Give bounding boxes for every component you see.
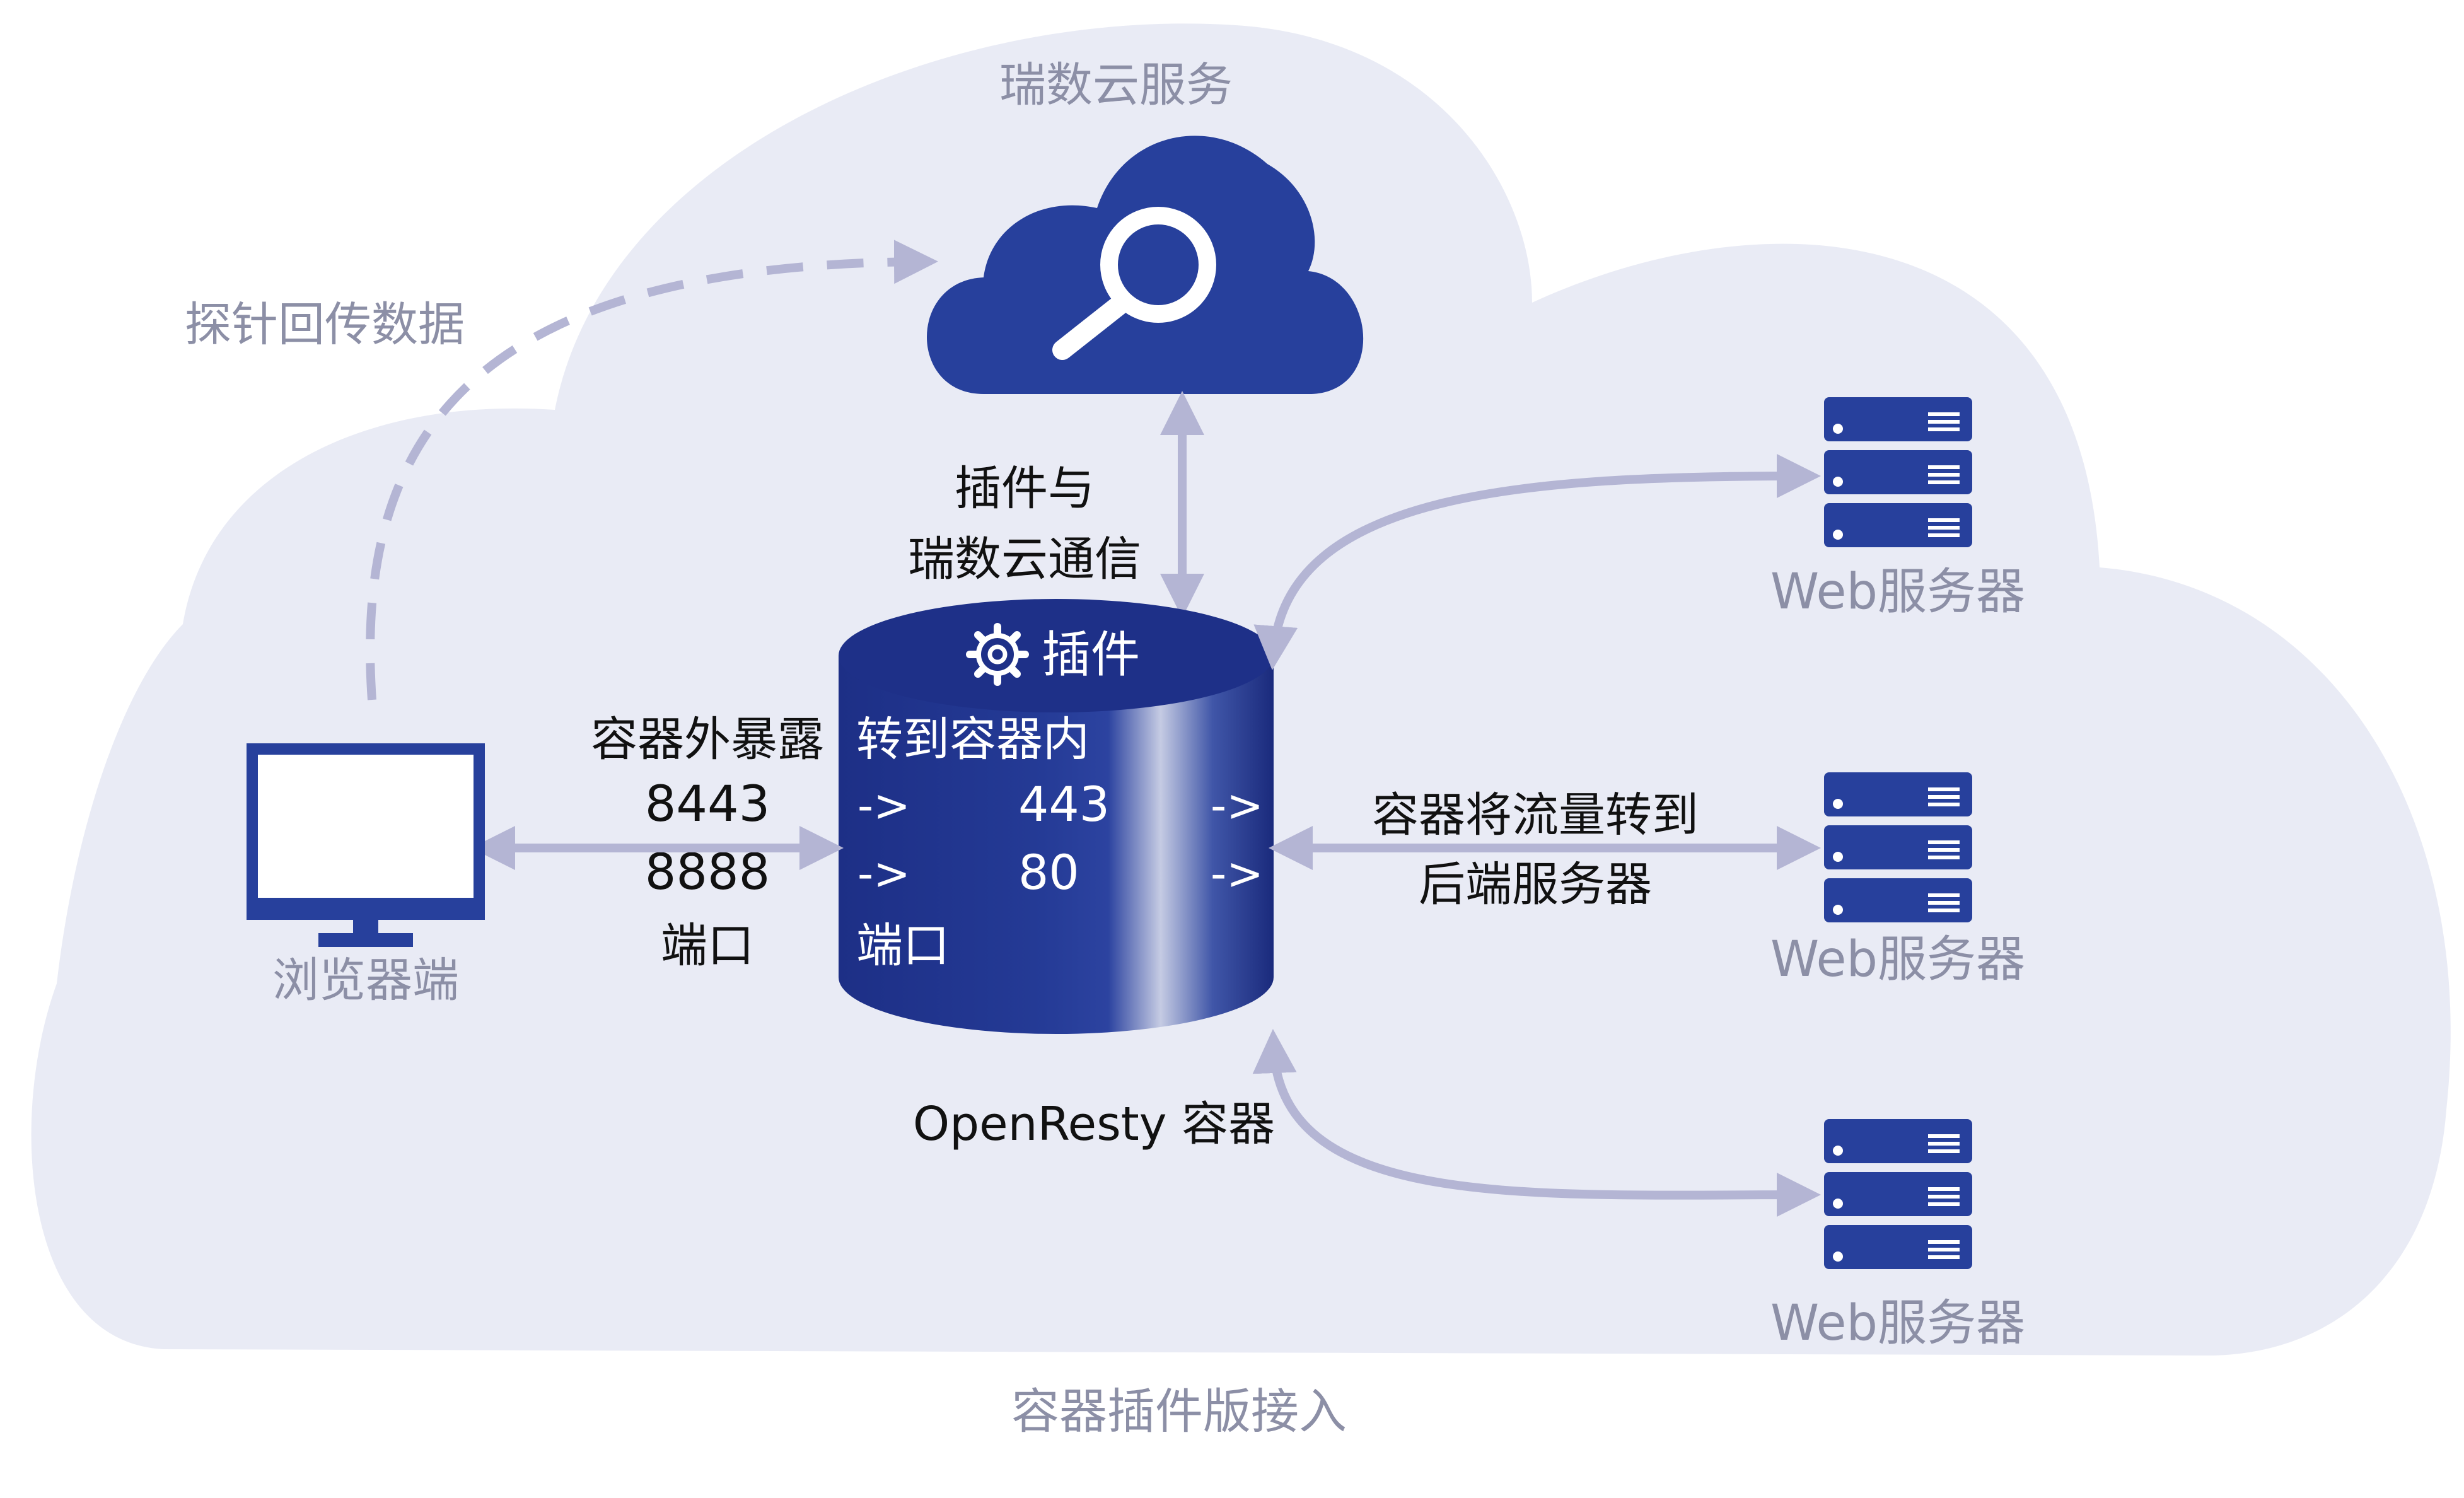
- web-server-3: [1824, 1119, 1972, 1269]
- web-server-2: [1824, 772, 1972, 922]
- forward-label-line2: 后端服务器: [1419, 857, 1652, 912]
- internal-ports-footer: 端口: [856, 919, 950, 973]
- container-server3-arrow: [1252, 1029, 1821, 1217]
- web-server-label-2: Web服务器: [1770, 931, 2025, 988]
- plugin-label: 插件: [1042, 627, 1140, 683]
- exposed-ports-footer: 端口: [661, 919, 754, 973]
- web-server-label-1: Web服务器: [1770, 564, 2025, 620]
- web-server-1: [1824, 397, 1972, 547]
- internal-ports-header: 转到容器内: [856, 712, 1090, 767]
- browser-label: 浏览器端: [272, 953, 459, 1007]
- internal-port-443: 443: [1018, 776, 1110, 832]
- exposed-port-8443: 8443: [645, 776, 770, 833]
- container-label: OpenResty 容器: [913, 1097, 1275, 1151]
- internal-port-row1-in: ->: [857, 780, 910, 832]
- diagram-caption: 容器插件版接入: [1011, 1383, 1347, 1439]
- internal-port-row2-in: ->: [857, 848, 910, 900]
- gear-icon: [966, 623, 1029, 686]
- cloud-service-label: 瑞数云服务: [999, 58, 1233, 112]
- exposed-port-8888: 8888: [645, 844, 770, 901]
- server-icon: [1824, 772, 1972, 922]
- monitor-icon: [247, 743, 485, 947]
- plugin-comm-label-line2: 瑞数云通信: [908, 532, 1141, 586]
- server-icon: [1824, 397, 1972, 547]
- cloud-search-icon: [927, 136, 1364, 395]
- web-server-label-3: Web服务器: [1770, 1295, 2025, 1352]
- probe-label: 探针回传数据: [185, 298, 465, 352]
- forward-label-line1: 容器将流量转到: [1372, 788, 1699, 842]
- internal-port-row2-out: ->: [1211, 848, 1264, 900]
- internal-port-row1-out: ->: [1211, 780, 1264, 832]
- container-server1-arrow: [1253, 454, 1821, 670]
- internal-port-80: 80: [1018, 844, 1079, 900]
- server-icon: [1824, 1119, 1972, 1269]
- openresty-container: [839, 599, 1274, 1034]
- exposed-ports-header: 容器外暴露: [591, 712, 824, 767]
- plugin-comm-label-line1: 插件与: [955, 462, 1095, 516]
